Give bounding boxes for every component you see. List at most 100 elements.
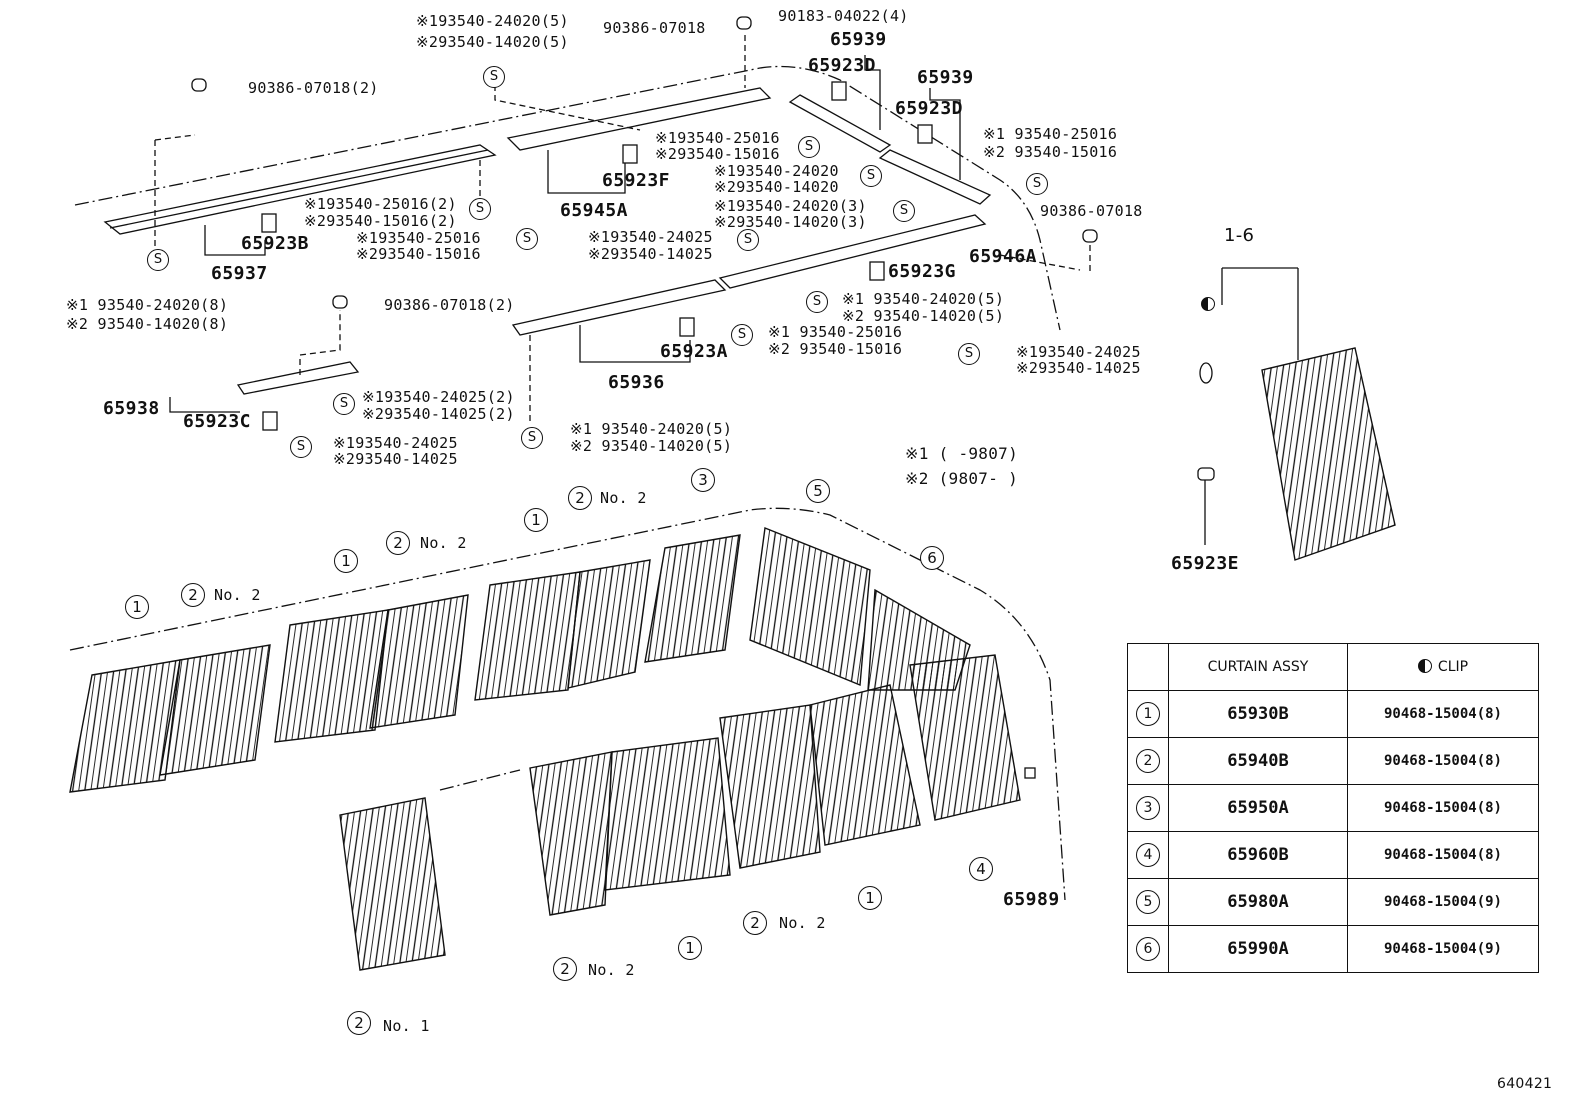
callout-2: 2 — [181, 583, 205, 607]
label-93540-25016-a: 93540-25016 — [677, 129, 780, 147]
label-90183-04022: 90183-04022(4) — [778, 7, 909, 25]
kome1-mark: ※1 — [416, 12, 439, 30]
curtain-assy-part: 65930B — [1168, 690, 1348, 738]
label-no2: No. 2 — [214, 586, 261, 604]
label-93540-24020-5-top: 93540-24020(5) — [438, 12, 569, 30]
callout-2: 2 — [568, 486, 592, 510]
row-index: 3 — [1136, 796, 1160, 820]
screw-symbol: S — [860, 165, 882, 187]
label-93540-15016-right: 93540-15016 — [1014, 143, 1118, 161]
callout-4: 4 — [969, 857, 993, 881]
label-93540-14020-5-top: 93540-14020(5) — [438, 33, 569, 51]
callout-1: 1 — [524, 508, 548, 532]
callout-2: 2 — [386, 531, 410, 555]
label-65923C: 65923C — [183, 411, 252, 432]
label-65939-b: 65939 — [917, 67, 974, 88]
label-93540-24025-c: 93540-24025 — [355, 434, 458, 452]
table-header-row: CURTAIN ASSY CLIP — [1127, 643, 1539, 691]
screw-symbol: S — [798, 136, 820, 158]
screw-symbol: S — [147, 249, 169, 271]
clip-icon — [1201, 297, 1215, 311]
kome1-note-mark: ※1 — [905, 444, 929, 463]
label-65989: 65989 — [1003, 889, 1060, 910]
label-no2: No. 2 — [779, 914, 826, 932]
clip-part: 90468-15004(8) — [1347, 784, 1539, 832]
label-93540-24020-3: 93540-24020(3) — [736, 197, 867, 215]
callout-2: 2 — [347, 1011, 371, 1035]
clip-part: 90468-15004(9) — [1347, 878, 1539, 926]
label-93540-25016-mid: 93540-25016 — [799, 323, 903, 341]
label-65936: 65936 — [608, 372, 665, 393]
label-93540-14025-a: 93540-14025 — [610, 245, 713, 263]
table-row: 4 65960B 90468-15004(8) — [1127, 831, 1539, 879]
footer-code: 640421 — [1497, 1076, 1553, 1092]
label-93540-24020-5-bot: 93540-24020(5) — [601, 420, 733, 438]
label-65938: 65938 — [103, 398, 160, 419]
note-range-1: ( -9807) — [938, 444, 1019, 463]
label-65923A: 65923A — [660, 341, 729, 362]
label-93540-14020-5-bot: 93540-14020(5) — [601, 437, 733, 455]
label-93540-24025-2: 93540-24025(2) — [384, 388, 515, 406]
table-row: 2 65940B 90468-15004(8) — [1127, 737, 1539, 785]
label-range-1-6: 1-6 — [1224, 225, 1255, 246]
screw-symbol: S — [333, 393, 355, 415]
label-93540-15016-c: 93540-15016 — [378, 245, 481, 263]
table-row: 5 65980A 90468-15004(9) — [1127, 878, 1539, 926]
callout-3: 3 — [691, 468, 715, 492]
callout-1: 1 — [678, 936, 702, 960]
label-93540-24020-8: 93540-24020(8) — [97, 296, 229, 314]
callout-1: 1 — [858, 886, 882, 910]
callout-1: 1 — [125, 595, 149, 619]
row-index: 1 — [1136, 702, 1160, 726]
label-90386-07018-2-mid: 90386-07018(2) — [384, 296, 515, 314]
screw-symbol: S — [290, 436, 312, 458]
callout-2: 2 — [553, 957, 577, 981]
curtain-assy-part: 65980A — [1168, 878, 1348, 926]
label-93540-14025-far: 93540-14025 — [1038, 359, 1141, 377]
clip-part: 90468-15004(8) — [1347, 690, 1539, 738]
clip-icon — [1417, 659, 1432, 673]
screw-symbol: S — [893, 200, 915, 222]
label-90386-07018: 90386-07018 — [603, 19, 706, 37]
curtain-assy-part: 65950A — [1168, 784, 1348, 832]
label-93540-24025-a: 93540-24025 — [610, 228, 713, 246]
label-93540-24020-5-mid: 93540-24020(5) — [873, 290, 1005, 308]
label-65945A: 65945A — [560, 200, 629, 221]
kome2-mark: ※2 — [416, 33, 439, 51]
label-65923F: 65923F — [602, 170, 671, 191]
label-93540-14020-5-mid: 93540-14020(5) — [873, 307, 1005, 325]
label-65923B: 65923B — [241, 233, 310, 254]
screw-symbol: S — [731, 324, 753, 346]
label-no2: No. 2 — [588, 961, 635, 979]
label-93540-14025-2: 93540-14025(2) — [384, 405, 515, 423]
label-no1: No. 1 — [383, 1017, 430, 1035]
label-65923G: 65923G — [888, 261, 957, 282]
clip-part: 90468-15004(8) — [1347, 737, 1539, 785]
table-row: 1 65930B 90468-15004(8) — [1127, 690, 1539, 738]
label-93540-25016-c: 93540-25016 — [378, 229, 481, 247]
label-93540-25016-right: 93540-25016 — [1014, 125, 1118, 143]
header-clip: CLIP — [1347, 643, 1539, 691]
label-93540-14020-8: 93540-14020(8) — [97, 315, 229, 333]
row-index: 4 — [1136, 843, 1160, 867]
screw-symbol: S — [806, 291, 828, 313]
screw-symbol: S — [483, 66, 505, 88]
label-93540-14020-b: 93540-14020 — [736, 178, 839, 196]
label-90386-07018-right: 90386-07018 — [1040, 202, 1143, 220]
label-65923D-a: 65923D — [808, 55, 877, 76]
label-93540-14020-3: 93540-14020(3) — [736, 213, 867, 231]
header-curtain-assy: CURTAIN ASSY — [1168, 643, 1348, 691]
label-no2: No. 2 — [600, 489, 647, 507]
screw-symbol: S — [469, 198, 491, 220]
row-index: 6 — [1136, 937, 1160, 961]
curtain-assy-part: 65940B — [1168, 737, 1348, 785]
callout-6: 6 — [920, 546, 944, 570]
row-index: 5 — [1136, 890, 1160, 914]
label-65937: 65937 — [211, 263, 268, 284]
clip-part: 90468-15004(8) — [1347, 831, 1539, 879]
label-93540-25016-2: 93540-25016(2) — [326, 195, 457, 213]
label-93540-24025-far: 93540-24025 — [1038, 343, 1141, 361]
callout-5: 5 — [806, 479, 830, 503]
table-row: 3 65950A 90468-15004(8) — [1127, 784, 1539, 832]
